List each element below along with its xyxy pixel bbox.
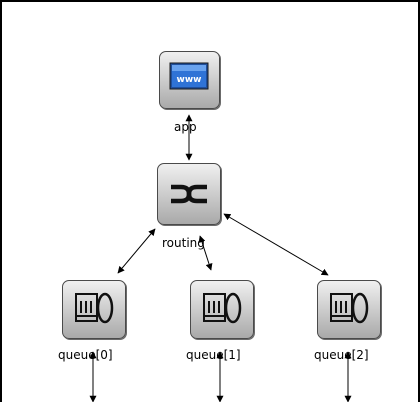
www-icon: www <box>169 62 209 90</box>
canvas-border-top <box>0 0 420 2</box>
queue-icon <box>75 292 114 324</box>
edge-routing-queue2[interactable] <box>223 213 329 276</box>
queue1-label: queue[1] <box>186 348 241 362</box>
queue1-icon-box[interactable] <box>190 280 254 339</box>
routing-label: routing <box>162 236 205 250</box>
app-label: app <box>174 120 197 134</box>
queue2-label: queue[2] <box>314 348 369 362</box>
queue2-icon-box[interactable] <box>317 280 381 339</box>
queue-icon <box>330 292 369 324</box>
canvas-border-right <box>418 0 420 402</box>
edge-routing-queue0[interactable] <box>117 228 156 274</box>
queue-icon <box>203 292 242 324</box>
queue0-icon-box[interactable] <box>62 280 126 339</box>
routing-icon-box[interactable] <box>157 163 221 225</box>
app-icon-box[interactable]: www <box>159 51 220 109</box>
svg-text:www: www <box>177 75 202 85</box>
canvas-border-left <box>0 0 2 402</box>
routing-switch-icon <box>171 184 207 204</box>
queue0-label: queue[0] <box>58 348 113 362</box>
edge-routing-queue1[interactable] <box>198 235 213 271</box>
